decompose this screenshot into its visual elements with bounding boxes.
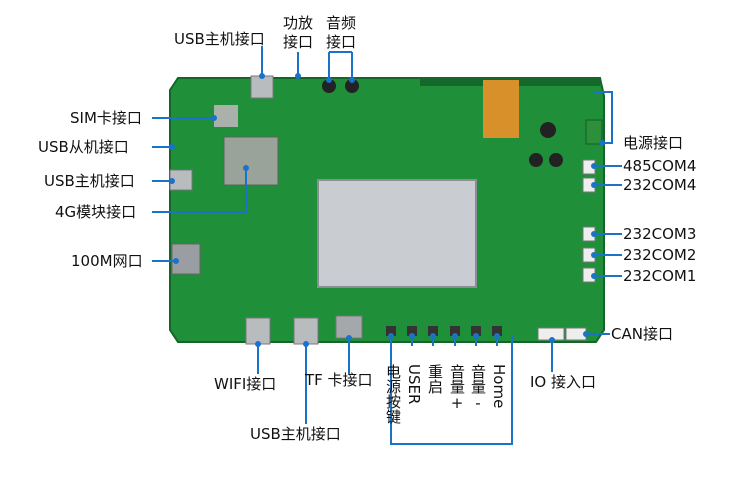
label-btn-vol-up: 音量+	[448, 364, 466, 412]
wifi-connector	[245, 317, 271, 345]
label-usb-host-top: USB主机接口	[174, 30, 265, 48]
label-usb-host-bottom: USB主机接口	[250, 425, 341, 443]
pointer-lines	[152, 46, 622, 445]
label-can: CAN接口	[611, 325, 673, 343]
label-sim: SIM卡接口	[70, 109, 142, 127]
capacitor	[529, 153, 543, 167]
label-power-port: 电源接口	[623, 134, 684, 152]
module-4g	[223, 136, 279, 186]
label-btn-restart: 重启	[426, 364, 444, 394]
usb-host-top-connector	[250, 75, 274, 99]
usb-host-bottom-connector	[293, 317, 319, 345]
label-100m-net: 100M网口	[71, 252, 143, 270]
label-232com1: 232COM1	[623, 267, 697, 285]
label-232com3: 232COM3	[623, 225, 697, 243]
label-btn-home: Home	[490, 364, 508, 409]
label-tf: TF 卡接口	[305, 371, 373, 389]
label-232com2: 232COM2	[623, 246, 697, 264]
label-btn-power: 电源按键	[384, 364, 402, 424]
label-4g-module: 4G模块接口	[55, 203, 137, 221]
label-amplifier: 功放	[283, 14, 314, 32]
amplifier-jack	[322, 79, 336, 93]
label-amplifier-2: 接口	[283, 33, 314, 51]
label-usb-slave: USB从机接口	[38, 138, 129, 156]
label-232com4: 232COM4	[623, 176, 697, 194]
capacitor	[540, 122, 556, 138]
label-io: IO 接入口	[530, 373, 596, 391]
label-audio: 音频	[326, 14, 357, 32]
label-btn-user: USER	[405, 364, 423, 405]
power-terminal	[585, 119, 603, 145]
label-wifi: WIFI接口	[214, 375, 277, 393]
tf-slot	[335, 315, 363, 339]
capacitor	[549, 153, 563, 167]
label-usb-host-left: USB主机接口	[44, 172, 135, 190]
heatsink	[317, 179, 477, 288]
label-btn-vol-down: 音量-	[469, 364, 487, 412]
ribbon-connector	[483, 80, 519, 138]
pointer-dots	[169, 73, 605, 347]
audio-jack	[345, 79, 359, 93]
sim-slot	[214, 105, 238, 127]
button-row	[386, 326, 502, 336]
label-485com4: 485COM4	[623, 157, 697, 175]
label-audio-2: 接口	[326, 33, 357, 51]
